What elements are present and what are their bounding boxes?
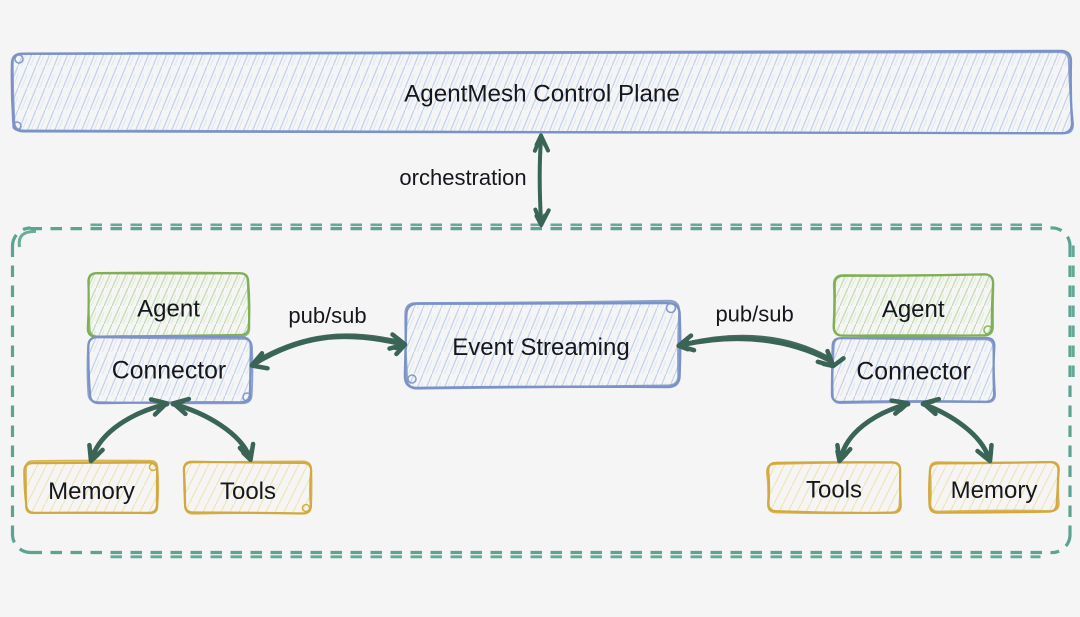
svg-text:Memory: Memory <box>951 477 1038 504</box>
svg-text:Tools: Tools <box>220 478 276 505</box>
svg-text:pub/sub: pub/sub <box>288 303 366 328</box>
svg-text:Connector: Connector <box>856 358 970 385</box>
svg-text:Connector: Connector <box>112 358 226 385</box>
svg-text:orchestration: orchestration <box>399 165 526 190</box>
svg-text:Agent: Agent <box>882 296 945 323</box>
svg-text:Memory: Memory <box>48 478 135 505</box>
svg-text:AgentMesh Control Plane: AgentMesh Control Plane <box>404 81 680 108</box>
svg-text:Event Streaming: Event Streaming <box>452 334 629 361</box>
svg-text:Tools: Tools <box>806 477 862 504</box>
svg-text:pub/sub: pub/sub <box>715 302 793 327</box>
svg-text:Agent: Agent <box>137 296 200 323</box>
